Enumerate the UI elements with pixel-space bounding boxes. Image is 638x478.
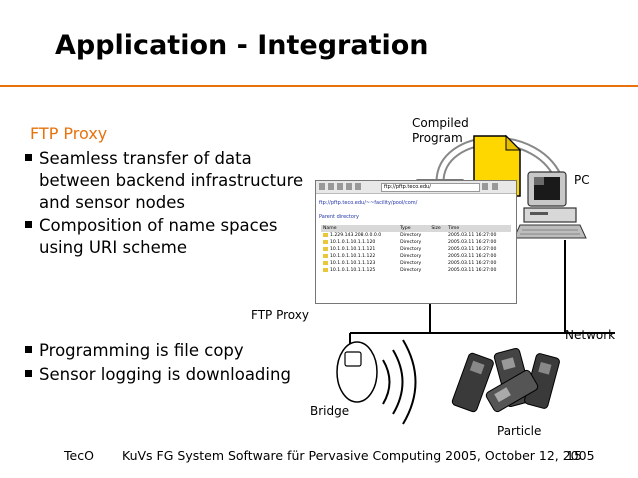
bullet-text: Sensor logging is downloading [39,365,291,384]
parent-directory-link[interactable]: Parent directory [319,214,359,220]
entry-name[interactable]: 10.1.0.1.10.1.1.122 [330,254,376,259]
folder-icon [323,260,328,265]
network-label: Network [565,328,616,342]
entry-time: 2005.03.11 16:27:00 [447,261,497,266]
pc-label: PC [574,173,590,187]
browser-toolbar: ftp://pftp.teco.edu/ [316,181,516,194]
entry-size [429,239,446,246]
bullet-text-cont: between backend infrastructure [39,171,304,190]
bullet-marker [25,346,32,353]
column-header[interactable]: Name [321,225,399,232]
bullet-programming: Programming is file copy [25,340,244,362]
table-row[interactable]: 10.1.0.1.10.1.1.120 Directory 2005.03.11 1… [321,239,511,246]
entry-name[interactable]: 10.1.0.1.10.1.1.120 [330,240,376,245]
ftp-proxy-label: FTP Proxy [251,308,309,322]
folder-icon [323,232,328,237]
home-icon[interactable] [355,183,361,190]
bullet-seamless-transfer: Seamless transfer of data between backen… [25,148,303,214]
bullet-text: Seamless transfer of data [39,149,252,168]
table-header-row: Name Type Size Time [321,225,511,232]
bullet-marker [25,221,32,228]
bullet-text-cont: and sensor nodes [39,193,185,212]
section-heading: FTP Proxy [30,124,108,143]
folder-icon [323,253,328,258]
footer-org: TecO [64,448,94,463]
address-bar[interactable]: ftp://pftp.teco.edu/ [381,183,480,192]
entry-time: 2005.03.11 16:27:00 [447,240,497,245]
forward-icon[interactable] [328,183,334,190]
entry-size [429,232,446,239]
entry-time: 2005.03.11 16:27:00 [447,268,497,273]
entry-type: Directory [400,240,422,245]
title-divider [0,85,638,87]
stop-icon[interactable] [346,183,352,190]
bullet-marker [25,154,32,161]
bridge-device-icon [336,341,378,403]
entry-size [429,260,446,267]
entry-time: 2005.03.11 16:27:00 [447,247,497,252]
column-header[interactable]: Size [429,225,446,232]
ftp-listing-table: Name Type Size Time 1.229.143.208.0.0.0.… [321,225,511,274]
bridge-label: Bridge [310,404,350,418]
ftp-path-heading: ftp://pftp.teco.edu/~~facility/pool/com/ [319,200,418,206]
entry-type: Directory [400,233,422,238]
table-row[interactable]: 10.1.0.1.10.1.1.125 Directory 2005.03.11 1… [321,267,511,274]
reload-icon[interactable] [337,183,343,190]
go-icon[interactable] [482,183,488,190]
entry-time: 2005.03.11 16:27:00 [447,254,497,259]
ftp-browser-window: ftp://pftp.teco.edu/ ftp://pftp.teco.edu… [315,180,517,304]
bullet-text: Programming is file copy [39,341,244,360]
column-header[interactable]: Time [445,225,511,232]
bullet-text-cont: using URI scheme [39,238,187,257]
bullet-name-spaces: Composition of name spaces using URI sch… [25,215,277,259]
entry-type: Directory [400,254,422,259]
table-row[interactable]: 10.1.0.1.10.1.1.122 Directory 2005.03.11 1… [321,253,511,260]
particle-label: Particle [497,424,542,438]
compiled-label-line1: Compiled [412,116,469,130]
folder-icon [323,246,328,251]
folder-icon [323,239,328,244]
footer-event: KuVs FG System Software für Pervasive Co… [122,448,595,463]
compiled-label-line2: Program [412,131,463,145]
bullet-marker [25,370,32,377]
folder-icon [323,267,328,272]
slide-footer: TecO KuVs FG System Software für Pervasi… [0,448,638,468]
particle-sensor-icon [451,347,560,413]
wireless-signal-icon [382,339,417,425]
table-row[interactable]: 10.1.0.1.10.1.1.123 Directory 2005.03.11 1… [321,260,511,267]
entry-time: 2005.03.11 16:27:00 [447,233,497,238]
entry-name[interactable]: 1.229.143.208.0.0.0.0 [330,233,382,238]
entry-type: Directory [400,268,422,273]
entry-size [429,267,446,274]
table-row[interactable]: 1.229.143.208.0.0.0.0 Directory 2005.03.11… [321,232,511,239]
entry-name[interactable]: 10.1.0.1.10.1.1.121 [330,247,376,252]
bullet-logging: Sensor logging is downloading [25,364,291,386]
entry-type: Directory [400,247,422,252]
entry-size [429,253,446,260]
entry-name[interactable]: 10.1.0.1.10.1.1.125 [330,268,376,273]
compiled-program-label: Compiled Program [412,116,469,146]
table-row[interactable]: 10.1.0.1.10.1.1.121 Directory 2005.03.11 1… [321,246,511,253]
page-number: 15 [566,448,582,463]
slide-title: Application - Integration [55,30,429,61]
bullet-text: Composition of name spaces [39,216,278,235]
entry-name[interactable]: 10.1.0.1.10.1.1.123 [330,261,376,266]
entry-type: Directory [400,261,422,266]
back-icon[interactable] [319,183,325,190]
entry-size [429,246,446,253]
search-icon[interactable] [492,183,498,190]
pc-computer-icon [513,171,587,239]
column-header[interactable]: Type [398,225,430,232]
